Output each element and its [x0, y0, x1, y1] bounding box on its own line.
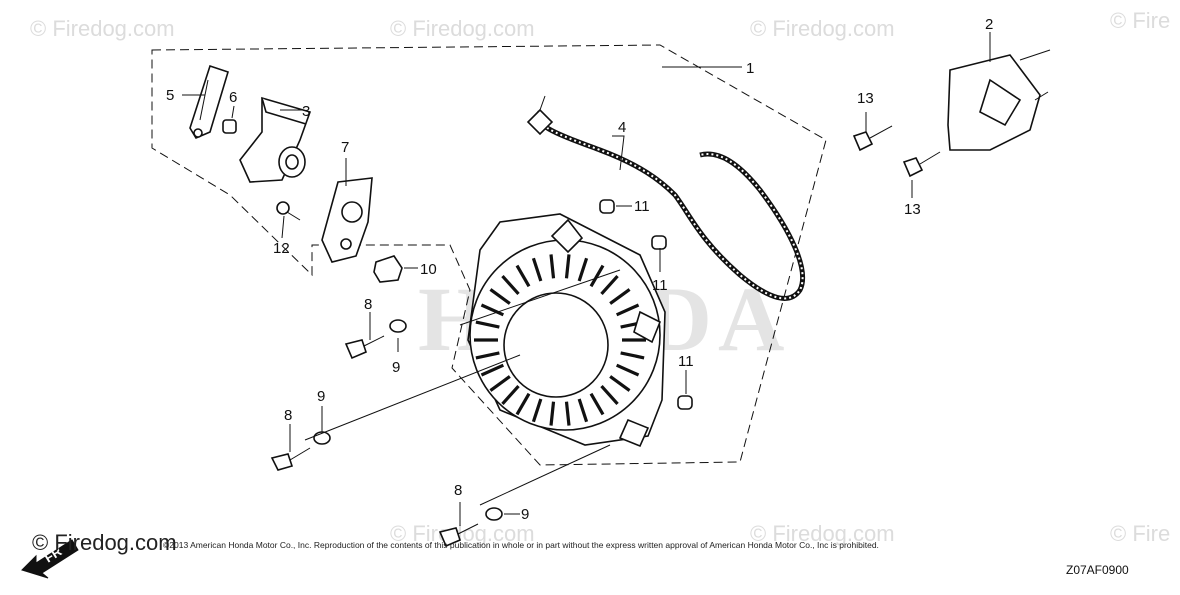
- callout-7: 7: [341, 139, 349, 156]
- grip-insert: [189, 64, 229, 140]
- grip-stopper: [222, 119, 237, 134]
- housing-fin: [620, 351, 645, 360]
- callout-11: 11: [652, 277, 668, 294]
- grip-screw: [276, 201, 301, 221]
- callout-11: 11: [634, 198, 650, 215]
- callout-3: 3: [302, 103, 310, 120]
- housing-fin: [549, 401, 556, 426]
- firedog-logo: © Firedog.com: [32, 530, 177, 555]
- starter-grip: [239, 96, 312, 183]
- housing-fin: [515, 392, 531, 416]
- housing-fin: [589, 392, 605, 416]
- housing-fin: [480, 363, 505, 377]
- housing-fin: [501, 385, 520, 405]
- housing-fin: [609, 375, 631, 392]
- housing-fin: [531, 398, 543, 423]
- housing-fin: [489, 288, 511, 305]
- watermark-text: © Firedog.com: [390, 521, 535, 546]
- housing-fin: [609, 288, 631, 305]
- housing-fin: [489, 375, 511, 392]
- housing-fin: [600, 275, 619, 295]
- callout-13: 13: [904, 201, 921, 218]
- flange-bolt: [270, 335, 479, 548]
- rope-guide-clip: [373, 255, 403, 283]
- callout-8: 8: [454, 482, 462, 499]
- housing-fin: [549, 254, 556, 279]
- housing-fin: [600, 385, 619, 405]
- callout-1: 1: [746, 60, 754, 77]
- housing-fin: [501, 275, 520, 295]
- housing-fin: [577, 398, 589, 423]
- starter-rope: [526, 95, 806, 301]
- housing-fin: [475, 351, 500, 360]
- housing-fin: [515, 264, 531, 288]
- diagram-code: Z07AF0900: [1066, 563, 1129, 577]
- recoil-starter-housing: [467, 213, 666, 448]
- shroud-cover: [947, 49, 1051, 151]
- housing-fin: [615, 303, 640, 317]
- assembly-boundary: [151, 44, 827, 466]
- callout-labels: 1 2 3 4 5 6 7 8 8 8 9 9 9 10 11 11 11 12…: [166, 16, 993, 523]
- watermark-text: © Firedog.com: [390, 16, 535, 41]
- watermark-text: © Firedog.com: [750, 16, 895, 41]
- copyright-notice: ©2013 American Honda Motor Co., Inc. Rep…: [163, 540, 879, 550]
- shroud-bolt: [852, 125, 941, 178]
- callout-8: 8: [364, 296, 372, 313]
- leader-lines: [182, 32, 991, 526]
- rope-guide: [321, 177, 373, 263]
- housing-fin: [564, 401, 571, 426]
- housing-fin: [577, 257, 589, 282]
- callout-4: 4: [618, 119, 626, 136]
- callout-8: 8: [284, 407, 292, 424]
- housing-fin: [531, 257, 543, 282]
- callout-11: 11: [678, 353, 694, 370]
- callout-2: 2: [985, 16, 993, 33]
- housing-fin: [480, 303, 505, 317]
- watermark-text: © Firedog.com: [30, 16, 175, 41]
- callout-9: 9: [317, 388, 325, 405]
- callout-12: 12: [273, 240, 290, 257]
- housing-fin: [615, 363, 640, 377]
- front-direction-arrow: FR: [21, 539, 79, 579]
- callout-6: 6: [229, 89, 237, 106]
- watermark-text: © Firedog.com: [750, 521, 895, 546]
- housing-fin: [589, 264, 605, 288]
- callout-9: 9: [521, 506, 529, 523]
- grommet: [599, 199, 693, 410]
- callout-9: 9: [392, 359, 400, 376]
- callout-5: 5: [166, 87, 174, 104]
- callout-10: 10: [420, 261, 437, 278]
- housing-fin: [564, 254, 571, 279]
- housing-fin: [475, 320, 500, 329]
- watermark-text: © Fire: [1110, 8, 1170, 33]
- callout-13: 13: [857, 90, 874, 107]
- watermark-text: © Fire: [1110, 521, 1170, 546]
